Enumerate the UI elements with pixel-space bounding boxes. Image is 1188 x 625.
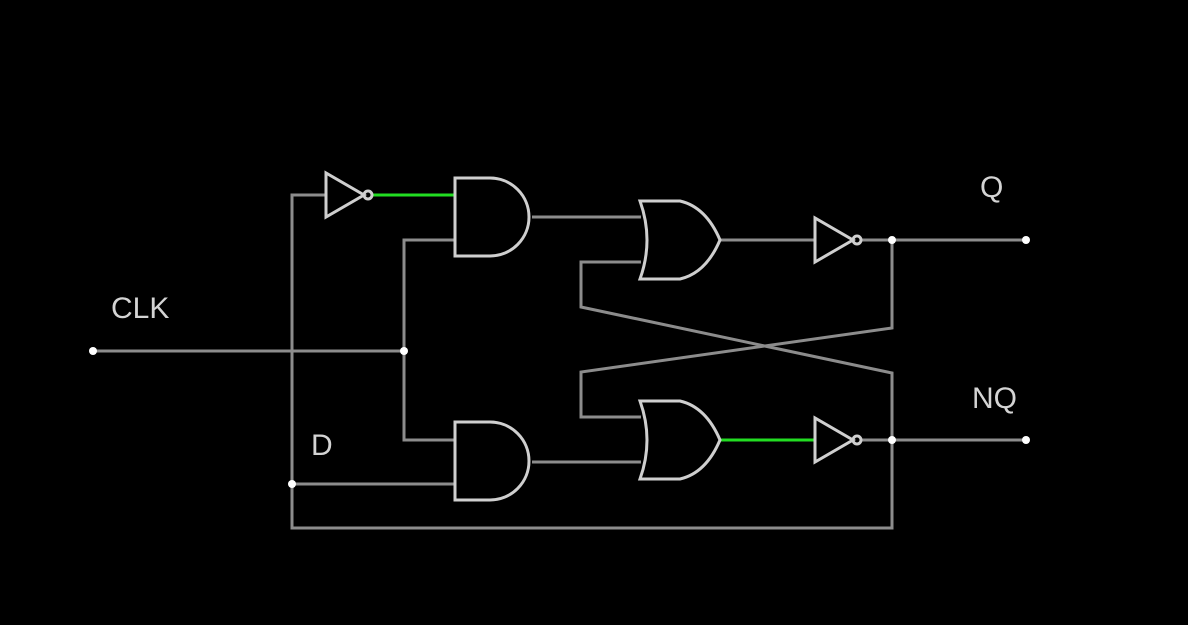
or-gate-lower: [637, 399, 722, 481]
q-label: Q: [980, 171, 1003, 204]
not-gate-nq-body: [813, 415, 856, 465]
q-output-terminal[interactable]: [1022, 236, 1030, 244]
not-gate-d-body: [324, 170, 367, 220]
or-gate-upper: [637, 199, 722, 281]
labels: CLK D Q NQ: [111, 171, 1017, 462]
nodes: [89, 236, 1030, 488]
and-gate-lower: [453, 420, 531, 502]
not-gate-q-bubble: [851, 234, 863, 246]
nq-label: NQ: [972, 382, 1017, 415]
gates: [324, 170, 863, 502]
nq-output-terminal[interactable]: [1022, 436, 1030, 444]
not-gate-d: [324, 170, 374, 220]
nq-junction: [888, 436, 896, 444]
not-gate-nq: [813, 415, 863, 465]
d-label: D: [311, 429, 333, 462]
clk-label: CLK: [111, 292, 169, 325]
not-gate-d-bubble: [362, 189, 374, 201]
and-gate-upper: [453, 176, 531, 258]
not-gate-q-body: [813, 215, 856, 265]
d-input-terminal[interactable]: [288, 480, 296, 488]
wire-q-feedback: [579, 240, 894, 419]
q-junction: [888, 236, 896, 244]
not-gate-nq-bubble: [851, 434, 863, 446]
wires: [93, 193, 1026, 530]
wire-clk-to-upper-and: [402, 238, 455, 351]
clk-junction: [400, 347, 408, 355]
wire-clk-to-lower-and: [402, 351, 455, 442]
not-gate-q: [813, 215, 863, 265]
wire-nq-feedback: [579, 260, 894, 440]
clk-input-terminal[interactable]: [89, 347, 97, 355]
wire-d-bus: [290, 193, 894, 530]
